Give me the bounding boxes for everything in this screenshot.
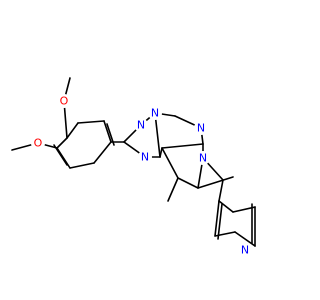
aryl-ring-bond-f [56, 137, 68, 149]
atom-n2: N [148, 106, 162, 120]
aryl-ring-bond-a [77, 120, 105, 124]
atom-label-layer: O O N N N N N N [31, 94, 252, 257]
triazole-bond-e [154, 112, 161, 158]
atom-n3: N [138, 150, 152, 164]
atom-n2-label: N [151, 107, 159, 120]
methyl-bond-b [197, 176, 234, 189]
aryl-ring-bond-b [103, 120, 112, 143]
atom-n6-label: N [241, 244, 249, 257]
atom-n6: N [238, 243, 252, 257]
atom-o2-label: O [34, 137, 43, 150]
atom-n5: N [196, 151, 210, 165]
atom-n4-label: N [197, 122, 205, 135]
aryl-ring-bond-d [69, 162, 95, 169]
double-bond-stroke-2 [53, 144, 68, 166]
pyrrole-bond-d [161, 147, 179, 179]
pyridine-bond-f [214, 200, 220, 237]
double-bond-stroke-4 [217, 203, 223, 240]
atom-n5-label: N [199, 152, 207, 165]
aryl-ring-bond-g [66, 122, 79, 139]
methyl-bond-a [167, 177, 179, 202]
double-bond-stroke-1 [106, 123, 115, 146]
atom-n1-label: N [137, 119, 145, 132]
pyrrole-bond-c [177, 177, 199, 189]
bond-layer [11, 77, 256, 247]
molecule-structure: O O N N N N N N [11, 77, 256, 257]
pyrimidine-bond-e [159, 147, 163, 158]
atom-o2: O [31, 136, 45, 150]
atom-n3-label: N [141, 151, 149, 164]
atom-n4: N [194, 121, 208, 135]
pyridine-bond-a [218, 200, 234, 213]
pyrimidine-bond-d [161, 143, 204, 149]
methylene-pyridine-bond [218, 179, 224, 202]
atom-o1: O [57, 94, 71, 108]
aryl-ring-bond-e [56, 147, 71, 169]
atom-n1: N [134, 118, 148, 132]
aryl-ring-bond-c [93, 141, 112, 164]
atom-o1-label: O [60, 95, 69, 108]
